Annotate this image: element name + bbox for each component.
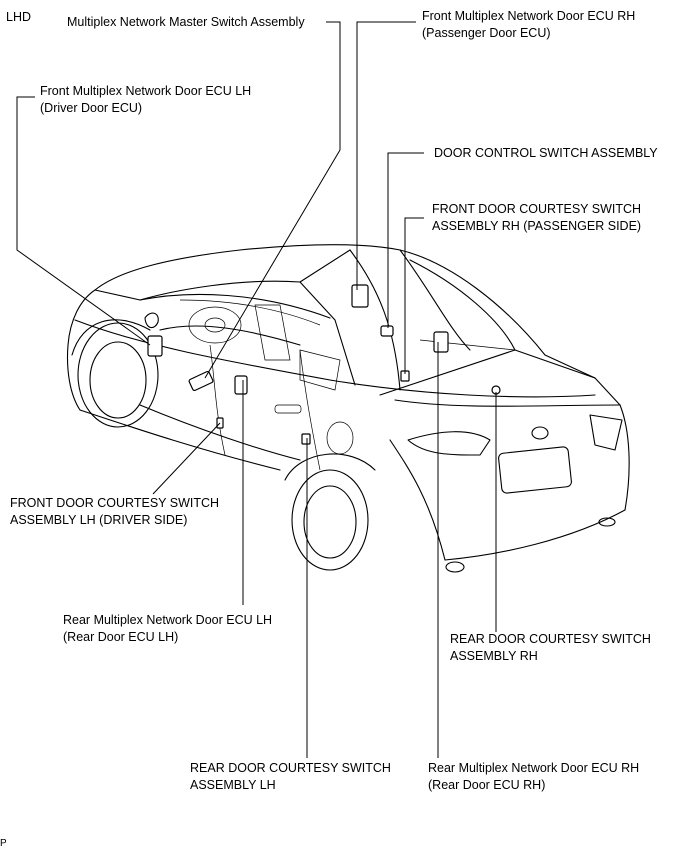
label-courtesy-rear-rh-line1: REAR DOOR COURTESY SWITCH bbox=[450, 632, 651, 646]
label-rear-ecu-lh-line1: Rear Multiplex Network Door ECU LH bbox=[63, 613, 273, 627]
label-front-ecu-rh: Front Multiplex Network Door ECU RH (Pas… bbox=[422, 8, 635, 42]
label-door-control-switch-line1: DOOR CONTROL SWITCH ASSEMBLY bbox=[434, 146, 658, 160]
label-front-ecu-rh-line1: Front Multiplex Network Door ECU RH bbox=[422, 9, 636, 23]
part-rear-ecu-lh bbox=[234, 375, 248, 395]
label-courtesy-rear-lh-line1: REAR DOOR COURTESY SWITCH bbox=[190, 761, 391, 775]
label-courtesy-rear-lh-line2: ASSEMBLY LH bbox=[190, 778, 276, 792]
part-master-switch bbox=[188, 370, 214, 392]
label-courtesy-front-lh-line1: FRONT DOOR COURTESY SWITCH bbox=[10, 496, 220, 510]
label-rear-ecu-rh-line1: Rear Multiplex Network Door ECU RH bbox=[428, 761, 640, 775]
part-courtesy-rear-lh bbox=[301, 433, 311, 445]
label-courtesy-front-rh-line1: FRONT DOOR COURTESY SWITCH bbox=[432, 202, 642, 216]
part-ecu-rh bbox=[351, 284, 369, 308]
label-front-ecu-lh-line2: (Driver Door ECU) bbox=[40, 101, 143, 115]
part-ecu-lh bbox=[147, 335, 163, 357]
label-courtesy-front-rh: FRONT DOOR COURTESY SWITCH ASSEMBLY RH (… bbox=[432, 201, 641, 235]
label-master-switch: Multiplex Network Master Switch Assembly bbox=[67, 14, 305, 31]
leader-lines bbox=[16, 21, 497, 758]
label-rear-ecu-lh-line2: (Rear Door ECU LH) bbox=[63, 630, 179, 644]
label-rear-ecu-rh: Rear Multiplex Network Door ECU RH (Rear… bbox=[428, 760, 639, 794]
label-rear-ecu-lh: Rear Multiplex Network Door ECU LH (Rear… bbox=[63, 612, 272, 646]
label-courtesy-rear-rh: REAR DOOR COURTESY SWITCH ASSEMBLY RH bbox=[450, 631, 651, 665]
label-front-ecu-lh: Front Multiplex Network Door ECU LH (Dri… bbox=[40, 83, 251, 117]
label-front-ecu-rh-line2: (Passenger Door ECU) bbox=[422, 26, 551, 40]
leader-ecu-rh bbox=[356, 21, 416, 290]
label-courtesy-front-rh-line2: ASSEMBLY RH (PASSENGER SIDE) bbox=[432, 219, 642, 233]
part-rear-ecu-rh bbox=[433, 331, 449, 353]
label-courtesy-rear-rh-line2: ASSEMBLY RH bbox=[450, 649, 538, 663]
label-courtesy-front-lh-line2: ASSEMBLY LH (DRIVER SIDE) bbox=[10, 513, 188, 527]
label-door-control-switch: DOOR CONTROL SWITCH ASSEMBLY bbox=[434, 145, 658, 162]
label-rear-ecu-rh-line2: (Rear Door ECU RH) bbox=[428, 778, 546, 792]
leader-courtesy-front-rh bbox=[404, 217, 424, 374]
part-door-control-switch bbox=[380, 325, 394, 337]
leader-door-control bbox=[387, 152, 424, 328]
drive-side-label: LHD bbox=[6, 10, 32, 24]
label-master-switch-line1: Multiplex Network Master Switch Assembly bbox=[67, 15, 305, 29]
label-front-ecu-lh-line1: Front Multiplex Network Door ECU LH bbox=[40, 84, 252, 98]
leader-courtesy-front-lh bbox=[152, 422, 221, 495]
figure-mark: P bbox=[0, 838, 7, 849]
label-courtesy-rear-lh: REAR DOOR COURTESY SWITCH ASSEMBLY LH bbox=[190, 760, 391, 794]
car-body bbox=[67, 244, 630, 573]
leader-ecu-lh bbox=[16, 96, 151, 346]
label-courtesy-front-lh: FRONT DOOR COURTESY SWITCH ASSEMBLY LH (… bbox=[10, 495, 219, 529]
leader-master-switch bbox=[204, 21, 341, 379]
